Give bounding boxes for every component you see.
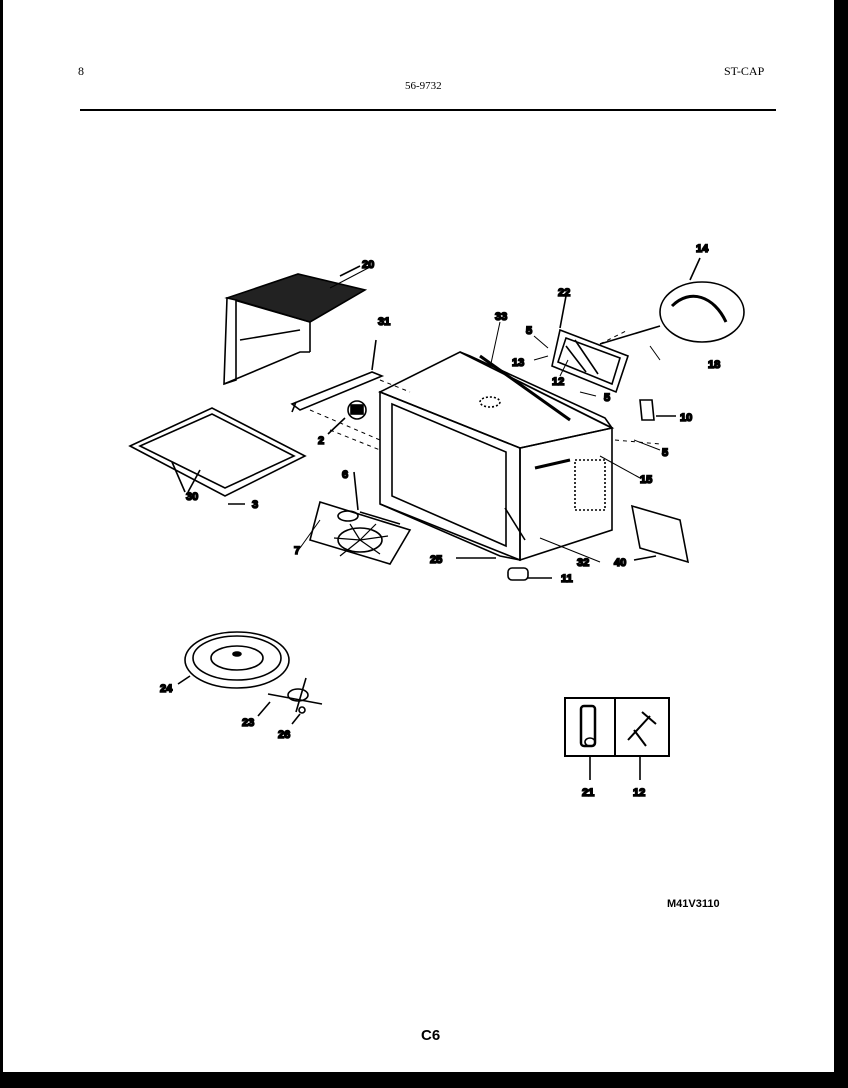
part-7-stirrer [309,471,412,565]
frame-left-edge [0,0,3,1088]
part-20-cover [223,265,368,386]
header-right-code: ST-CAP [724,64,765,78]
callout-12-inset: 12 [633,787,645,799]
callout-30: 30 [186,491,198,503]
model-code: M41V3110 [667,898,720,910]
page-label: C6 [421,1027,441,1044]
callout-33: 33 [495,311,507,323]
header-left-number: 8 [78,64,84,78]
callout-22: 22 [558,287,570,299]
oven-cavity [378,351,615,562]
callout-25: 25 [430,554,442,566]
callout-5-middle: 5 [604,392,610,404]
part-2-switch [327,400,367,435]
callout-23: 23 [242,717,254,729]
callout-2: 2 [318,435,324,447]
callout-10: 10 [680,412,692,424]
callout-31: 31 [378,316,390,328]
callout-3: 3 [252,499,258,511]
callout-5-upper: 5 [526,325,532,337]
header-part-number: 56-9732 [405,80,442,92]
callout-24: 24 [160,683,173,695]
callout-32: 32 [577,557,589,569]
callout-20: 20 [362,259,374,271]
callout-12-bracket: 12 [552,376,564,388]
callout-15: 15 [640,474,652,486]
part-23-roller-ring [257,677,323,725]
callout-40: 40 [614,557,626,569]
assembly-guide-lines [309,329,661,451]
part-22-bracket [551,295,630,394]
part-10-cover-plate [639,399,676,421]
frame-right-edge [834,0,848,1088]
part-40-panel [630,504,690,564]
callout-14: 14 [696,243,709,255]
callout-13: 13 [512,357,524,369]
callout-5-lower: 5 [662,447,668,459]
part-25-base [379,503,521,561]
part-30-tray [128,407,307,505]
callout-18: 18 [708,359,720,371]
frame-bottom-edge [0,1072,848,1088]
header-rule [80,109,776,111]
callout-26: 26 [278,729,290,741]
part-24-glass-tray [177,631,290,689]
callout-11: 11 [561,573,573,585]
part-14-fan [599,257,745,345]
part-31-rail [290,339,385,413]
callout-6: 6 [342,469,348,481]
inset-accessory-box [564,697,670,780]
callout-leaders [299,265,661,563]
part-11-foot [507,567,552,581]
callout-21: 21 [582,787,594,799]
callout-7: 7 [294,545,300,557]
